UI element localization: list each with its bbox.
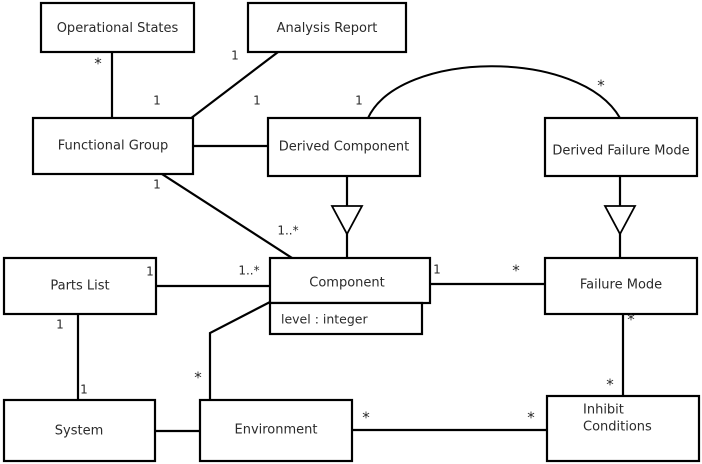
multiplicity-component-left: 1..* <box>238 264 259 278</box>
association-functional-group-component[interactable] <box>160 172 294 260</box>
multiplicity-functional-group-bottom: 1 <box>153 178 161 192</box>
association-derived-component-derived-failure-mode[interactable] <box>367 65 621 119</box>
generalization-derived-failure-mode-failure-mode[interactable] <box>603 174 637 260</box>
multiplicity-component-right: 1 <box>433 263 441 277</box>
multiplicity-parts-list-down: 1 <box>56 318 64 332</box>
class-name-failure-mode: Failure Mode <box>580 278 662 293</box>
class-box-derived-component[interactable]: Derived Component <box>266 116 422 178</box>
attribute-compartment-component <box>268 301 424 336</box>
class-name-component: Component <box>309 276 384 291</box>
class-name-analysis-report: Analysis Report <box>277 21 378 36</box>
multiplicity-system-up: 1 <box>80 383 88 397</box>
connector-layer <box>76 50 637 433</box>
class-box-derived-failure-mode[interactable]: Derived Failure Mode <box>543 116 699 178</box>
class-name-environment: Environment <box>234 423 317 438</box>
multiplicity-inhibit-conditions-left: * <box>527 409 535 427</box>
multiplicity-derived-component-left: 1 <box>253 94 261 108</box>
class-box-functional-group[interactable]: Functional Group <box>31 116 195 176</box>
class-name-system: System <box>55 424 103 439</box>
multiplicity-failure-mode-left: * <box>512 262 520 280</box>
multiplicity-environment-component: * <box>194 369 202 387</box>
class-name-derived-component: Derived Component <box>279 140 410 155</box>
multiplicity-functional-group-analysis-report: 1 <box>231 49 239 63</box>
class-box-analysis-report[interactable]: Analysis Report <box>246 1 408 54</box>
class-box-operational-states[interactable]: Operational States <box>39 1 196 54</box>
class-name-inhibit-conditions-line1: Inhibit <box>583 403 624 418</box>
generalization-derived-component-component[interactable] <box>330 174 364 260</box>
class-name-operational-states: Operational States <box>57 21 179 36</box>
multiplicity-failure-mode-down: * <box>627 311 635 329</box>
class-box-system[interactable]: System <box>2 398 157 463</box>
multiplicity-arc-derived-component-end: 1 <box>355 94 363 108</box>
class-box-environment[interactable]: Environment <box>198 398 354 463</box>
association-functional-group-analysis-report[interactable] <box>188 50 280 121</box>
class-box-inhibit-conditions[interactable]: Inhibit Conditions <box>545 394 701 463</box>
class-box-component[interactable]: Component level : integer <box>268 256 432 336</box>
class-name-inhibit-conditions-line2: Conditions <box>583 420 652 435</box>
multiplicity-functional-group-top: 1 <box>153 94 161 108</box>
multiplicity-functional-group-component-end: 1..* <box>277 224 298 238</box>
multiplicity-parts-list-right: 1 <box>146 265 154 279</box>
class-name-functional-group: Functional Group <box>58 139 169 154</box>
class-name-parts-list: Parts List <box>50 279 109 294</box>
multiplicity-arc-derived-failure-mode-end: * <box>597 77 605 95</box>
multiplicity-layer: * 1 1 1 1 * 1 1..* 1 1..* 1 * 1 1 * * * … <box>56 49 635 427</box>
attribute-component-level: level : integer <box>281 312 368 327</box>
class-box-failure-mode[interactable]: Failure Mode <box>543 256 699 316</box>
multiplicity-operational-states-functional-group: * <box>94 55 102 73</box>
multiplicity-environment-right: * <box>362 409 370 427</box>
multiplicity-inhibit-conditions-up: * <box>606 376 614 394</box>
class-name-derived-failure-mode: Derived Failure Mode <box>552 144 689 159</box>
class-box-parts-list[interactable]: Parts List <box>2 256 158 316</box>
association-component-environment[interactable] <box>208 300 272 402</box>
